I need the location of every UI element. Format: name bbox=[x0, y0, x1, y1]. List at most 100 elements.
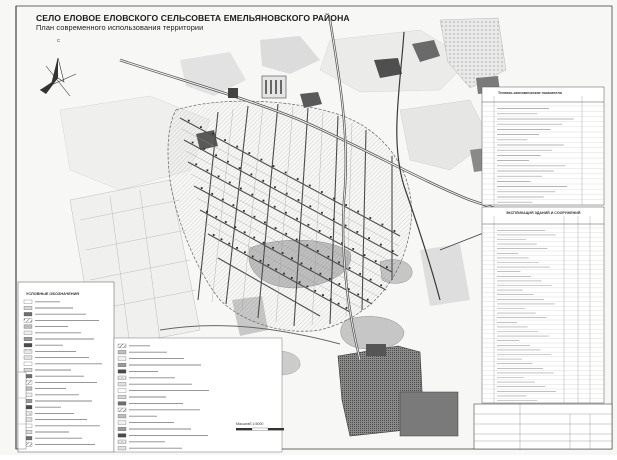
building-marker bbox=[272, 165, 275, 167]
legend-swatch bbox=[23, 355, 33, 360]
map-subtitle: План современного использования территор… bbox=[36, 23, 204, 32]
building-marker bbox=[298, 281, 301, 284]
indicators-table-title: Технико-экономические показатели bbox=[498, 91, 562, 95]
building-marker bbox=[352, 248, 355, 250]
legend-swatch bbox=[117, 420, 127, 425]
indicators-table bbox=[481, 86, 605, 206]
building-marker bbox=[306, 244, 309, 247]
building-marker bbox=[345, 204, 347, 206]
building-marker bbox=[281, 252, 284, 254]
residential-zone bbox=[167, 100, 412, 332]
building-marker bbox=[285, 211, 287, 214]
building-marker bbox=[366, 298, 369, 301]
building-marker bbox=[322, 294, 324, 296]
legend-swatch bbox=[117, 433, 127, 438]
legend-swatch bbox=[117, 439, 127, 444]
building-marker bbox=[308, 184, 311, 187]
building-marker bbox=[338, 261, 340, 264]
legend-swatch bbox=[23, 330, 33, 335]
building-marker bbox=[273, 205, 276, 208]
building-marker bbox=[267, 264, 270, 266]
stamp-block bbox=[473, 403, 613, 450]
building-marker bbox=[329, 278, 331, 280]
building-marker bbox=[369, 278, 372, 281]
building-marker bbox=[296, 178, 299, 180]
building-marker bbox=[345, 307, 348, 309]
building-marker bbox=[259, 259, 262, 262]
legend-swatch bbox=[23, 312, 33, 317]
building-marker bbox=[248, 152, 251, 154]
legend-swatch bbox=[117, 363, 127, 367]
building-marker bbox=[319, 272, 322, 275]
building-marker bbox=[295, 238, 298, 241]
compass-rose bbox=[39, 57, 77, 97]
building-marker bbox=[212, 132, 214, 135]
building-marker bbox=[203, 148, 206, 150]
building-marker bbox=[260, 158, 263, 161]
building-marker bbox=[244, 251, 246, 254]
building-marker bbox=[369, 217, 372, 219]
building-marker bbox=[296, 217, 298, 220]
legend-swatch bbox=[23, 337, 33, 341]
building-marker bbox=[262, 199, 265, 202]
building-marker bbox=[368, 237, 370, 240]
building-marker bbox=[251, 255, 254, 258]
legend-swatch bbox=[23, 324, 33, 329]
legend-swatch bbox=[23, 299, 33, 304]
building-marker bbox=[215, 215, 218, 218]
building-marker bbox=[240, 187, 242, 190]
legend-panel: УСЛОВНЫЕ ОБОЗНАЧЕНИЯ bbox=[17, 281, 115, 453]
building-marker bbox=[232, 204, 235, 207]
legend-swatch bbox=[23, 368, 33, 372]
building-marker bbox=[306, 285, 309, 288]
building-marker bbox=[228, 181, 231, 184]
legend-swatch bbox=[117, 395, 127, 399]
building-marker bbox=[221, 198, 224, 201]
left-side-stamp bbox=[17, 371, 27, 450]
building-marker bbox=[262, 179, 265, 182]
building-marker bbox=[200, 187, 203, 189]
building-marker bbox=[327, 255, 330, 258]
building-marker bbox=[217, 175, 220, 178]
building-marker bbox=[220, 238, 223, 241]
building-marker bbox=[309, 205, 312, 208]
building-marker bbox=[251, 193, 254, 196]
building-marker bbox=[357, 293, 360, 296]
building-marker bbox=[316, 250, 319, 252]
building-marker bbox=[348, 267, 351, 269]
building-marker bbox=[380, 243, 382, 246]
building-marker bbox=[347, 288, 350, 291]
legend-heading: УСЛОВНЫЕ ОБОЗНАЧЕНИЯ bbox=[26, 292, 79, 296]
building-marker bbox=[264, 221, 266, 224]
scale-bar bbox=[236, 427, 284, 431]
building-marker bbox=[321, 191, 323, 193]
legend-swatch bbox=[117, 343, 127, 348]
building-marker bbox=[253, 215, 256, 218]
building-marker bbox=[253, 236, 256, 239]
building-marker bbox=[393, 230, 396, 232]
building-marker bbox=[236, 145, 239, 148]
building-marker bbox=[332, 218, 335, 220]
building-marker bbox=[243, 231, 246, 234]
building-marker bbox=[283, 272, 285, 275]
building-marker bbox=[206, 210, 208, 213]
building-marker bbox=[187, 119, 190, 122]
buildings-table bbox=[481, 206, 605, 404]
building-markers bbox=[187, 119, 396, 309]
plot-dividers bbox=[181, 104, 400, 326]
legend-swatch bbox=[117, 356, 127, 361]
building-marker bbox=[243, 210, 245, 212]
legend-swatch bbox=[117, 427, 127, 431]
legend-swatch bbox=[23, 306, 33, 310]
building-marker bbox=[274, 227, 277, 229]
building-marker bbox=[224, 139, 226, 141]
building-marker bbox=[238, 167, 241, 169]
legend-swatch bbox=[117, 446, 127, 451]
legend-swatch bbox=[117, 407, 127, 412]
building-marker bbox=[262, 241, 265, 244]
building-marker bbox=[314, 289, 317, 292]
building-marker bbox=[250, 173, 253, 176]
building-marker bbox=[212, 234, 215, 236]
building-marker bbox=[386, 266, 388, 269]
